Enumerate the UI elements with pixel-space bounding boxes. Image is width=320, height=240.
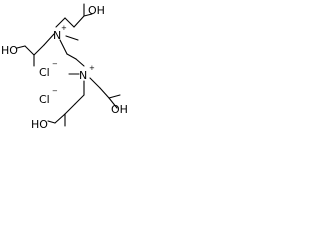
bond bbox=[43, 33, 55, 46]
bond bbox=[16, 45, 26, 49]
ho-label: HO bbox=[1, 44, 18, 57]
nitrogen-label: N bbox=[79, 69, 87, 82]
oh-label: OH bbox=[111, 103, 128, 116]
bond bbox=[33, 44, 45, 56]
bond bbox=[64, 17, 75, 28]
positive-charge-label: + bbox=[61, 24, 67, 32]
bond bbox=[54, 113, 66, 124]
bond bbox=[47, 120, 56, 124]
nitrogen-label: N bbox=[53, 29, 61, 42]
negative-charge-label: − bbox=[52, 60, 58, 68]
bond bbox=[75, 58, 85, 67]
bond bbox=[108, 97, 118, 109]
chemical-structure-diagram: OH HO N + Cl − N + Cl − OH HO bbox=[1, 3, 128, 131]
oh-label: OH bbox=[88, 4, 105, 17]
bond bbox=[65, 35, 79, 41]
bond bbox=[83, 13, 93, 17]
positive-charge-label: + bbox=[89, 64, 95, 72]
bond bbox=[73, 15, 85, 28]
bond bbox=[64, 103, 76, 115]
chloride-label: Cl bbox=[39, 93, 50, 106]
bond bbox=[108, 94, 121, 99]
bond bbox=[66, 53, 77, 60]
bond bbox=[74, 94, 85, 105]
bond bbox=[59, 39, 68, 55]
bond bbox=[89, 77, 101, 89]
chemical-structure-canvas: OH HO N + Cl − N + Cl − OH HO bbox=[0, 0, 133, 155]
bond bbox=[55, 17, 66, 28]
negative-charge-label: − bbox=[52, 87, 58, 95]
bond bbox=[24, 45, 35, 56]
atom-labels-group: OH HO N + Cl − N + Cl − OH HO bbox=[1, 4, 128, 131]
bond bbox=[99, 87, 110, 99]
chloride-label: Cl bbox=[39, 66, 50, 79]
ho-label: HO bbox=[31, 118, 48, 131]
bonds-group bbox=[16, 3, 121, 127]
